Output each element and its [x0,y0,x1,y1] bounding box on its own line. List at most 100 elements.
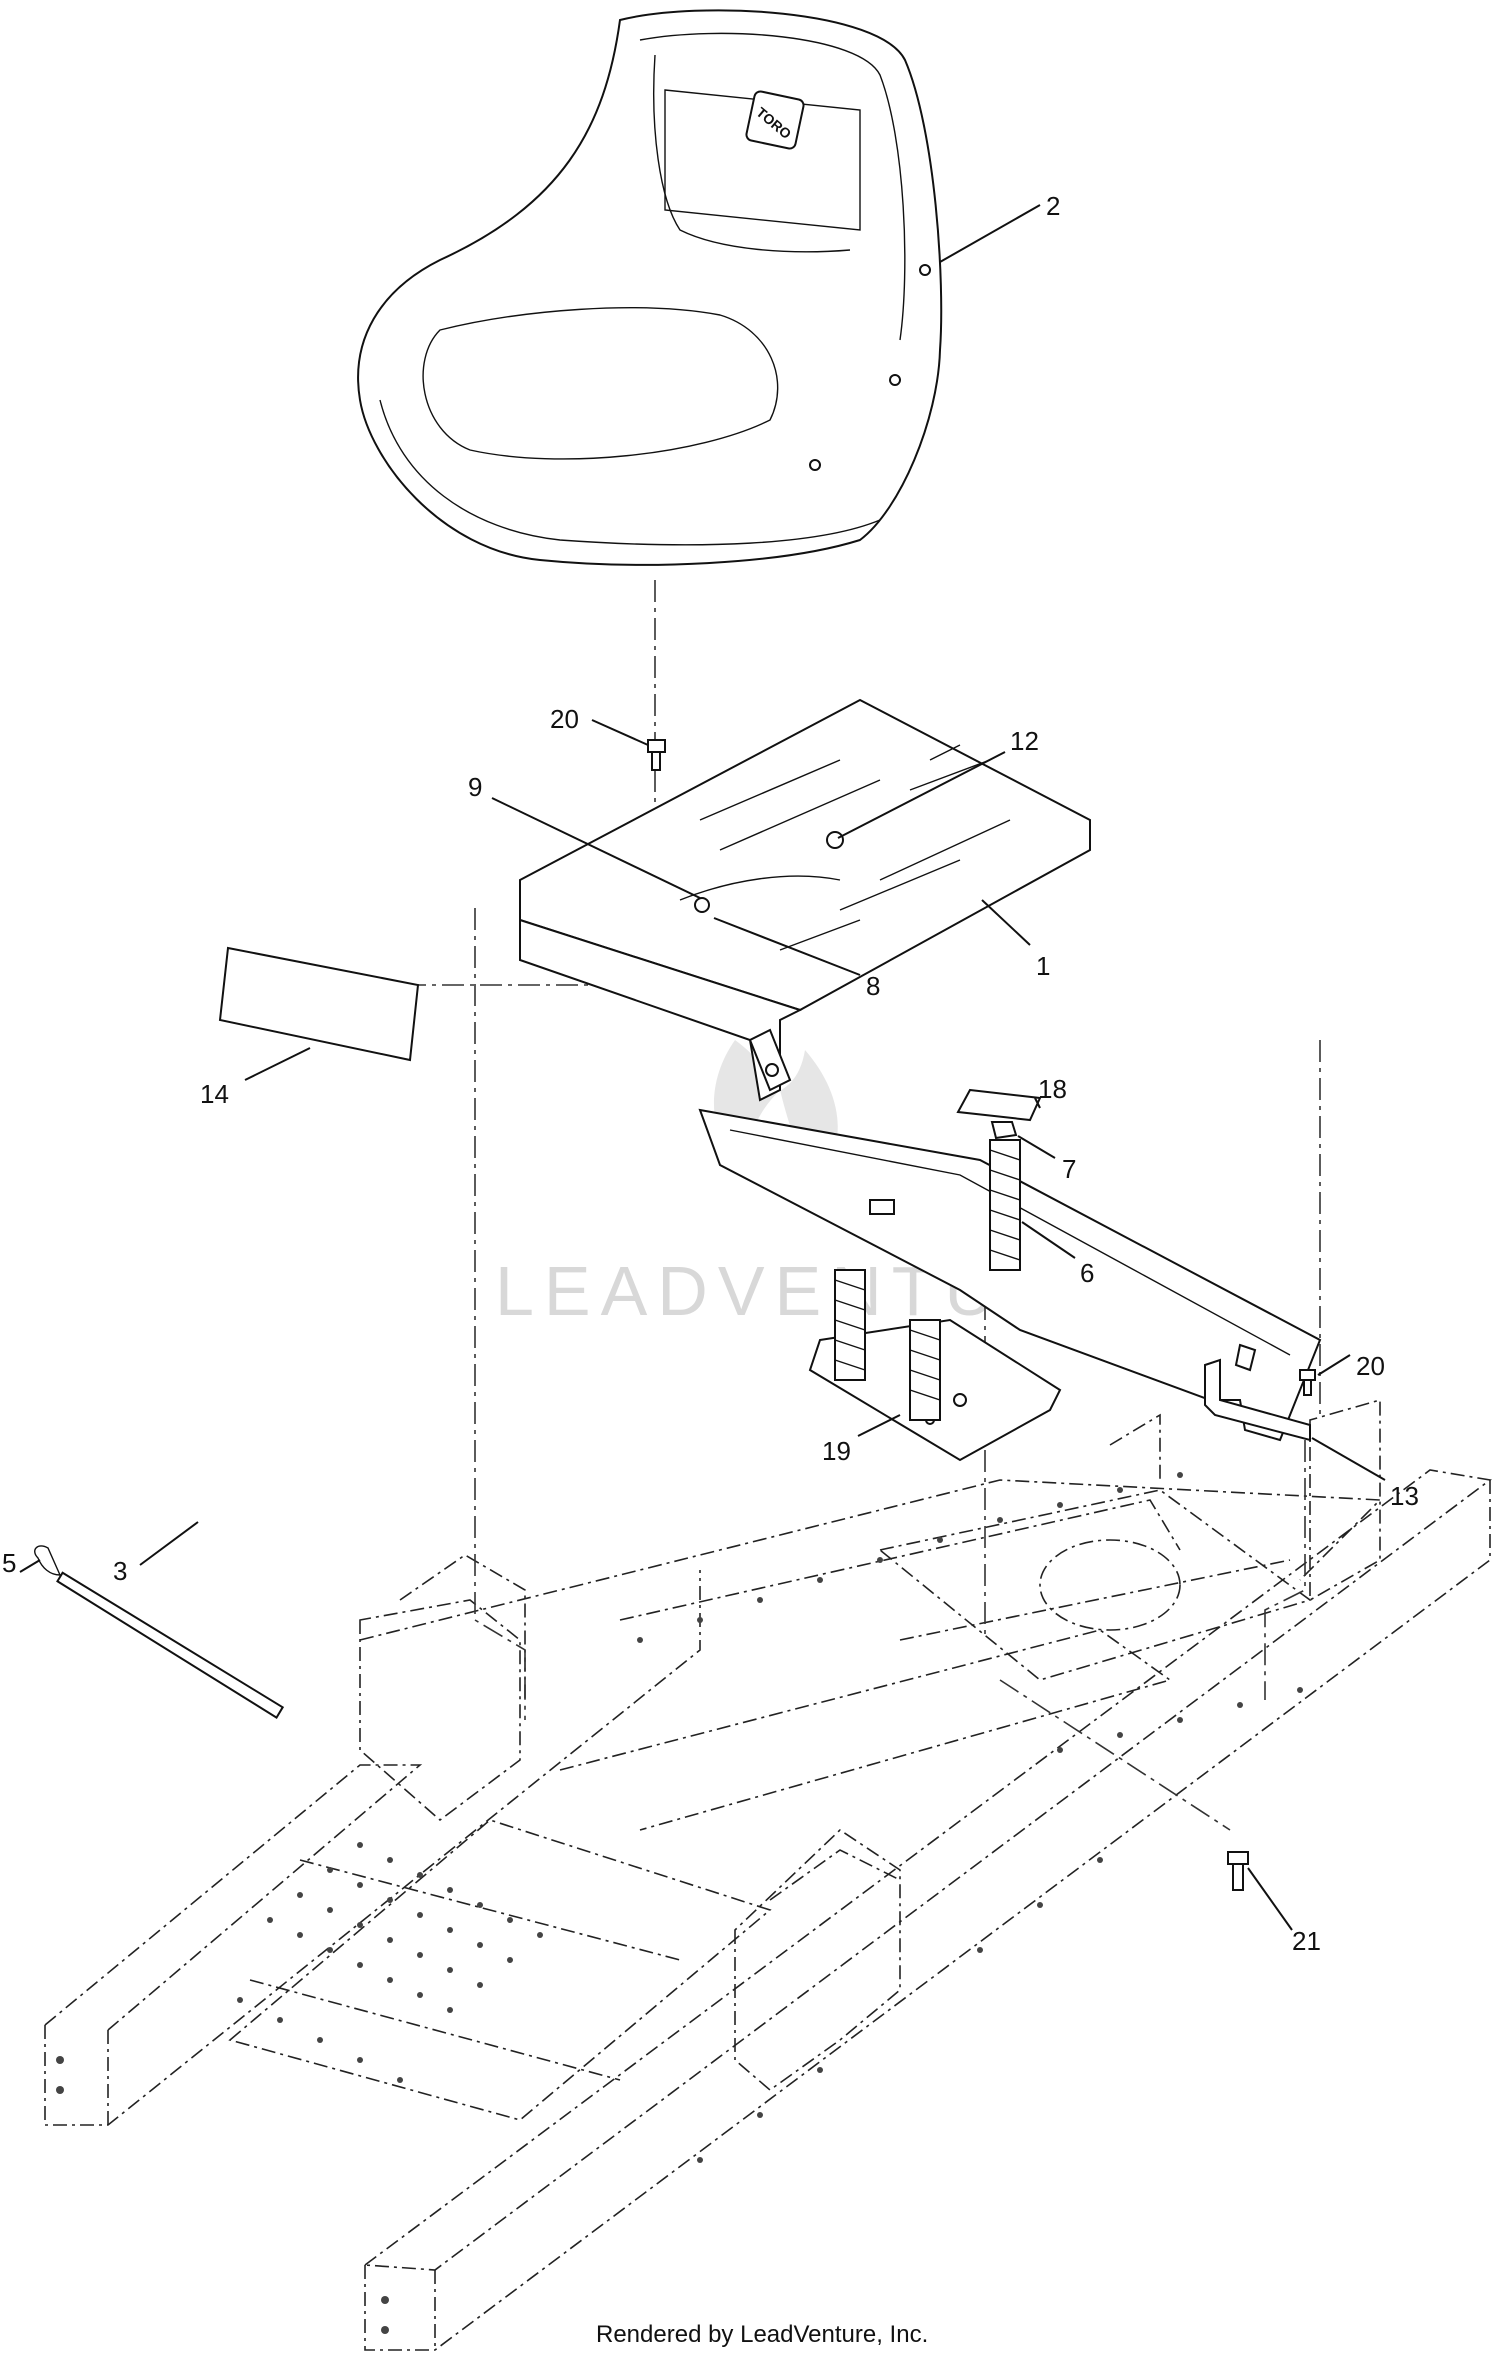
callout-label: 19 [822,1436,851,1466]
bolt-bottom-shank [1232,1863,1244,1891]
spring-base-hole [953,1393,967,1407]
callout-part-7: 7 [1017,1135,1076,1184]
seat-plate-front-flange [519,880,803,1102]
right-plate-drop-line [1264,1440,1306,1700]
frame-tower-center-top [769,1849,901,1901]
spring-rear-body [989,1139,1021,1271]
spring-coils [834,1279,866,1371]
frame-tower-left [359,1599,521,1822]
frame-tower-left-top [399,1554,526,1700]
callout-part-9: 9 [468,772,701,899]
left-plate-drop-line [474,908,526,1720]
pivot-rod [56,1571,285,1719]
bolt-shank [651,751,661,771]
seat-rivet [919,264,931,276]
spring-label [956,1088,1042,1122]
bolt-21-line [999,1679,1231,1831]
frame-right-rail-front [364,1480,1491,2351]
callout-leader [591,719,649,746]
frame-tower-center [734,1828,901,2092]
callout-leader [491,797,701,899]
callout-label: 20 [550,704,579,734]
callout-leader [139,1521,199,1566]
callout-part-2: 2 [939,191,1060,263]
callout-part-19: 19 [822,1414,901,1466]
seat-plate-rail-cover [679,875,841,901]
callout-leader [1311,1437,1386,1481]
callout-leader [1034,1097,1041,1109]
decal [218,946,420,1062]
side-bracket-bolt [1234,1343,1257,1372]
callout-label: 20 [1356,1351,1385,1381]
callout-label: 3 [113,1556,127,1586]
callout-part-21: 21 [1247,1867,1321,1956]
callout-part-3: 3 [113,1521,199,1586]
callout-leader [1021,1221,1076,1259]
suspension-assembly [698,1088,1322,1462]
callout-part-20-upper: 20 [550,704,649,746]
hairpin-clip [34,1545,62,1576]
callout-label: 14 [200,1079,229,1109]
callouts: 2 20 12 9 8 1 14 18 [2,191,1419,1956]
callout-label: 21 [1292,1926,1321,1956]
seat-logo-badge [745,90,805,150]
callout-part-8: 8 [713,917,880,1001]
callout-part-12: 12 [837,726,1039,839]
frame-rear-bracket [1109,1413,1161,1480]
suspension-arm-slot [869,1199,895,1215]
callout-leader [981,899,1031,946]
callout-label: 9 [468,772,482,802]
callout-leader [19,1559,41,1573]
spring-coils [909,1329,941,1401]
callout-leader [857,1414,901,1437]
seat-plate-hole [765,1063,779,1077]
pivot-rod-assembly [34,1545,285,1719]
callout-part-14: 14 [200,1047,311,1109]
frame-foot-plate [228,1819,772,2121]
frame-left-rail-front [44,1570,701,2126]
seat-plate [519,698,1091,1102]
seat-plate-slot [909,744,991,791]
frame-left-rail-top [44,1764,423,2031]
frame-cross-member-lower [559,1629,1172,1831]
callout-label: 12 [1010,726,1039,756]
callout-label: 8 [866,971,880,1001]
suspension-arm [698,1108,1322,1442]
frame-right-side-plate [1309,1398,1381,1602]
spring-left [834,1269,866,1381]
callout-part-20-lower: 20 [1317,1351,1385,1381]
spring-coils [989,1149,1021,1261]
seat-plate-side-tab [748,1028,792,1092]
callout-label: 5 [2,1548,16,1578]
callout-leader [244,1047,311,1081]
seat: TORO [357,9,943,566]
spring-right [909,1319,941,1421]
seat-plate-slot [879,819,1011,881]
seat-plate-bolt [826,831,844,849]
bolt-head [647,739,666,753]
callout-part-18: 18 [1034,1074,1067,1109]
callout-leader [1247,1867,1293,1931]
callout-label: 13 [1390,1481,1419,1511]
seat-plate-slot [779,859,961,951]
spring-rear [989,1139,1021,1271]
frame-rear-pan-hole [1039,1539,1181,1631]
seat-plate-washer [694,897,710,913]
side-bracket [1204,1358,1311,1442]
bolt-lower-shank [1303,1379,1312,1396]
callout-label: 7 [1062,1154,1076,1184]
callout-leader [713,917,861,976]
callout-leader [1317,1354,1351,1376]
frame-hole-pattern [56,1472,1303,2334]
callout-part-6: 6 [1021,1221,1094,1288]
seat-shell [357,9,943,566]
frame-foot-plate-edges [249,1859,681,2081]
nut [990,1121,1018,1140]
seat-rivet [809,459,821,471]
callout-leader [1017,1135,1056,1159]
frame-cross-member-upper [359,1479,1382,1641]
bolt-upper [647,739,666,771]
callout-label: 2 [1046,191,1060,221]
frame-cross-member-detail [619,1499,1291,1641]
